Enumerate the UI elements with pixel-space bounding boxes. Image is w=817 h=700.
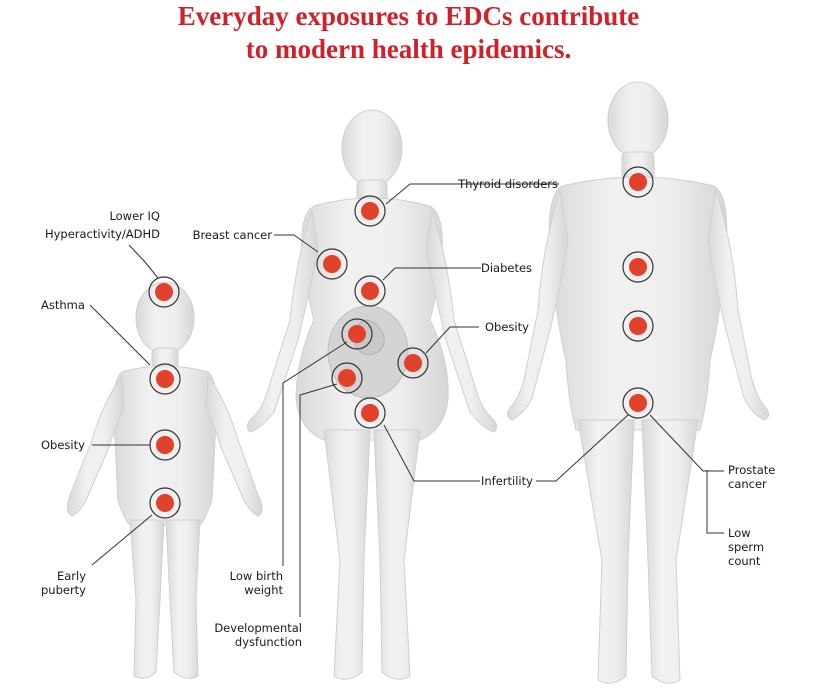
marker-woman-obesity xyxy=(397,347,429,379)
marker-woman-diabetes xyxy=(354,275,386,307)
label-hyperactivity: Hyperactivity/ADHD xyxy=(45,227,160,241)
marker-child-brain xyxy=(148,276,180,308)
label-count: count xyxy=(728,554,761,568)
label-lower-iq: Lower IQ xyxy=(109,209,160,223)
marker-man-obesity xyxy=(622,310,654,342)
label-prostate-cancer: cancer xyxy=(728,477,767,491)
label-low: Low xyxy=(728,526,751,540)
label-obesity: Obesity xyxy=(485,320,529,334)
label-infertility: Infertility xyxy=(481,474,533,488)
markers xyxy=(148,166,654,519)
marker-woman-placenta xyxy=(331,362,363,394)
marker-woman-thyroid xyxy=(354,195,386,227)
marker-man-diabetes xyxy=(622,251,654,283)
marker-child-lungs xyxy=(149,363,181,395)
title-line-2: to modern health epidemics. xyxy=(245,34,572,64)
label-low-birth: Low birth xyxy=(230,569,283,583)
marker-woman-pelvis xyxy=(354,397,386,429)
marker-child-belly xyxy=(149,429,181,461)
labels: Lower IQ Hyperactivity/ADHD Asthma Obesi… xyxy=(41,177,775,649)
child-figure xyxy=(66,281,263,679)
label-sperm: sperm xyxy=(728,540,764,554)
marker-child-pelvis xyxy=(149,487,181,519)
marker-man-thyroid xyxy=(622,166,654,198)
marker-woman-breast xyxy=(316,248,348,280)
woman-figure xyxy=(246,109,498,680)
label-thyroid: Thyroid disorders xyxy=(457,177,558,191)
diagram-title: Everyday exposures to EDCs contribute to… xyxy=(0,0,817,66)
leader-lines xyxy=(89,183,724,617)
label-developmental: Developmental xyxy=(214,621,302,635)
label-puberty: puberty xyxy=(41,583,86,597)
label-breast-cancer: Breast cancer xyxy=(193,228,273,242)
label-weight: weight xyxy=(244,583,283,597)
label-diabetes: Diabetes xyxy=(481,261,532,275)
label-asthma: Asthma xyxy=(41,298,85,312)
man-figure xyxy=(506,81,770,684)
marker-woman-fetus xyxy=(341,318,373,350)
marker-man-pelvis xyxy=(622,387,654,419)
title-line-1: Everyday exposures to EDCs contribute xyxy=(177,1,640,31)
label-dysfunction: dysfunction xyxy=(235,635,302,649)
label-early: Early xyxy=(57,569,86,583)
label-child-obesity: Obesity xyxy=(41,438,85,452)
label-prostate: Prostate xyxy=(728,463,775,477)
